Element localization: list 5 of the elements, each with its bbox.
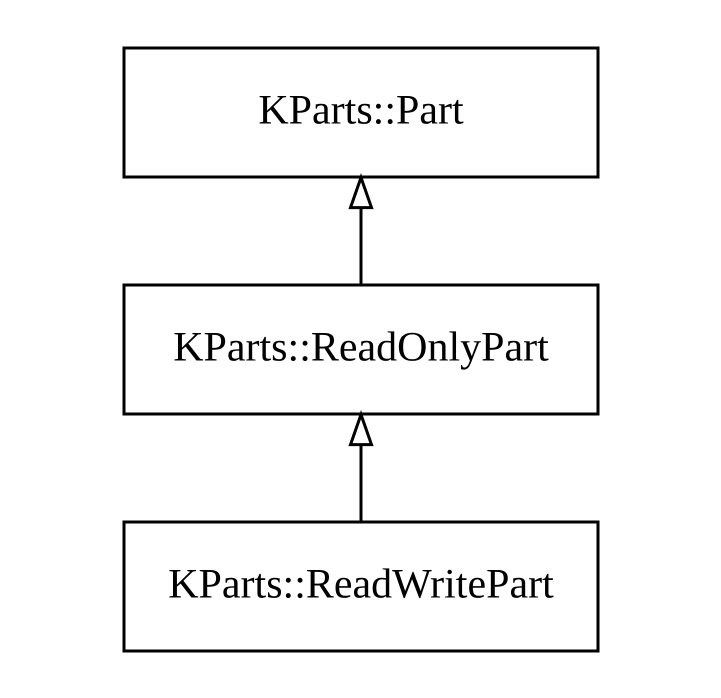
arrow: [348, 172, 374, 284]
node-box: KParts::ReadWritePart: [122, 520, 599, 652]
node-box: KParts::Part: [122, 46, 599, 178]
node-box: KParts::ReadOnlyPart: [122, 283, 599, 415]
arrow: [348, 410, 374, 522]
